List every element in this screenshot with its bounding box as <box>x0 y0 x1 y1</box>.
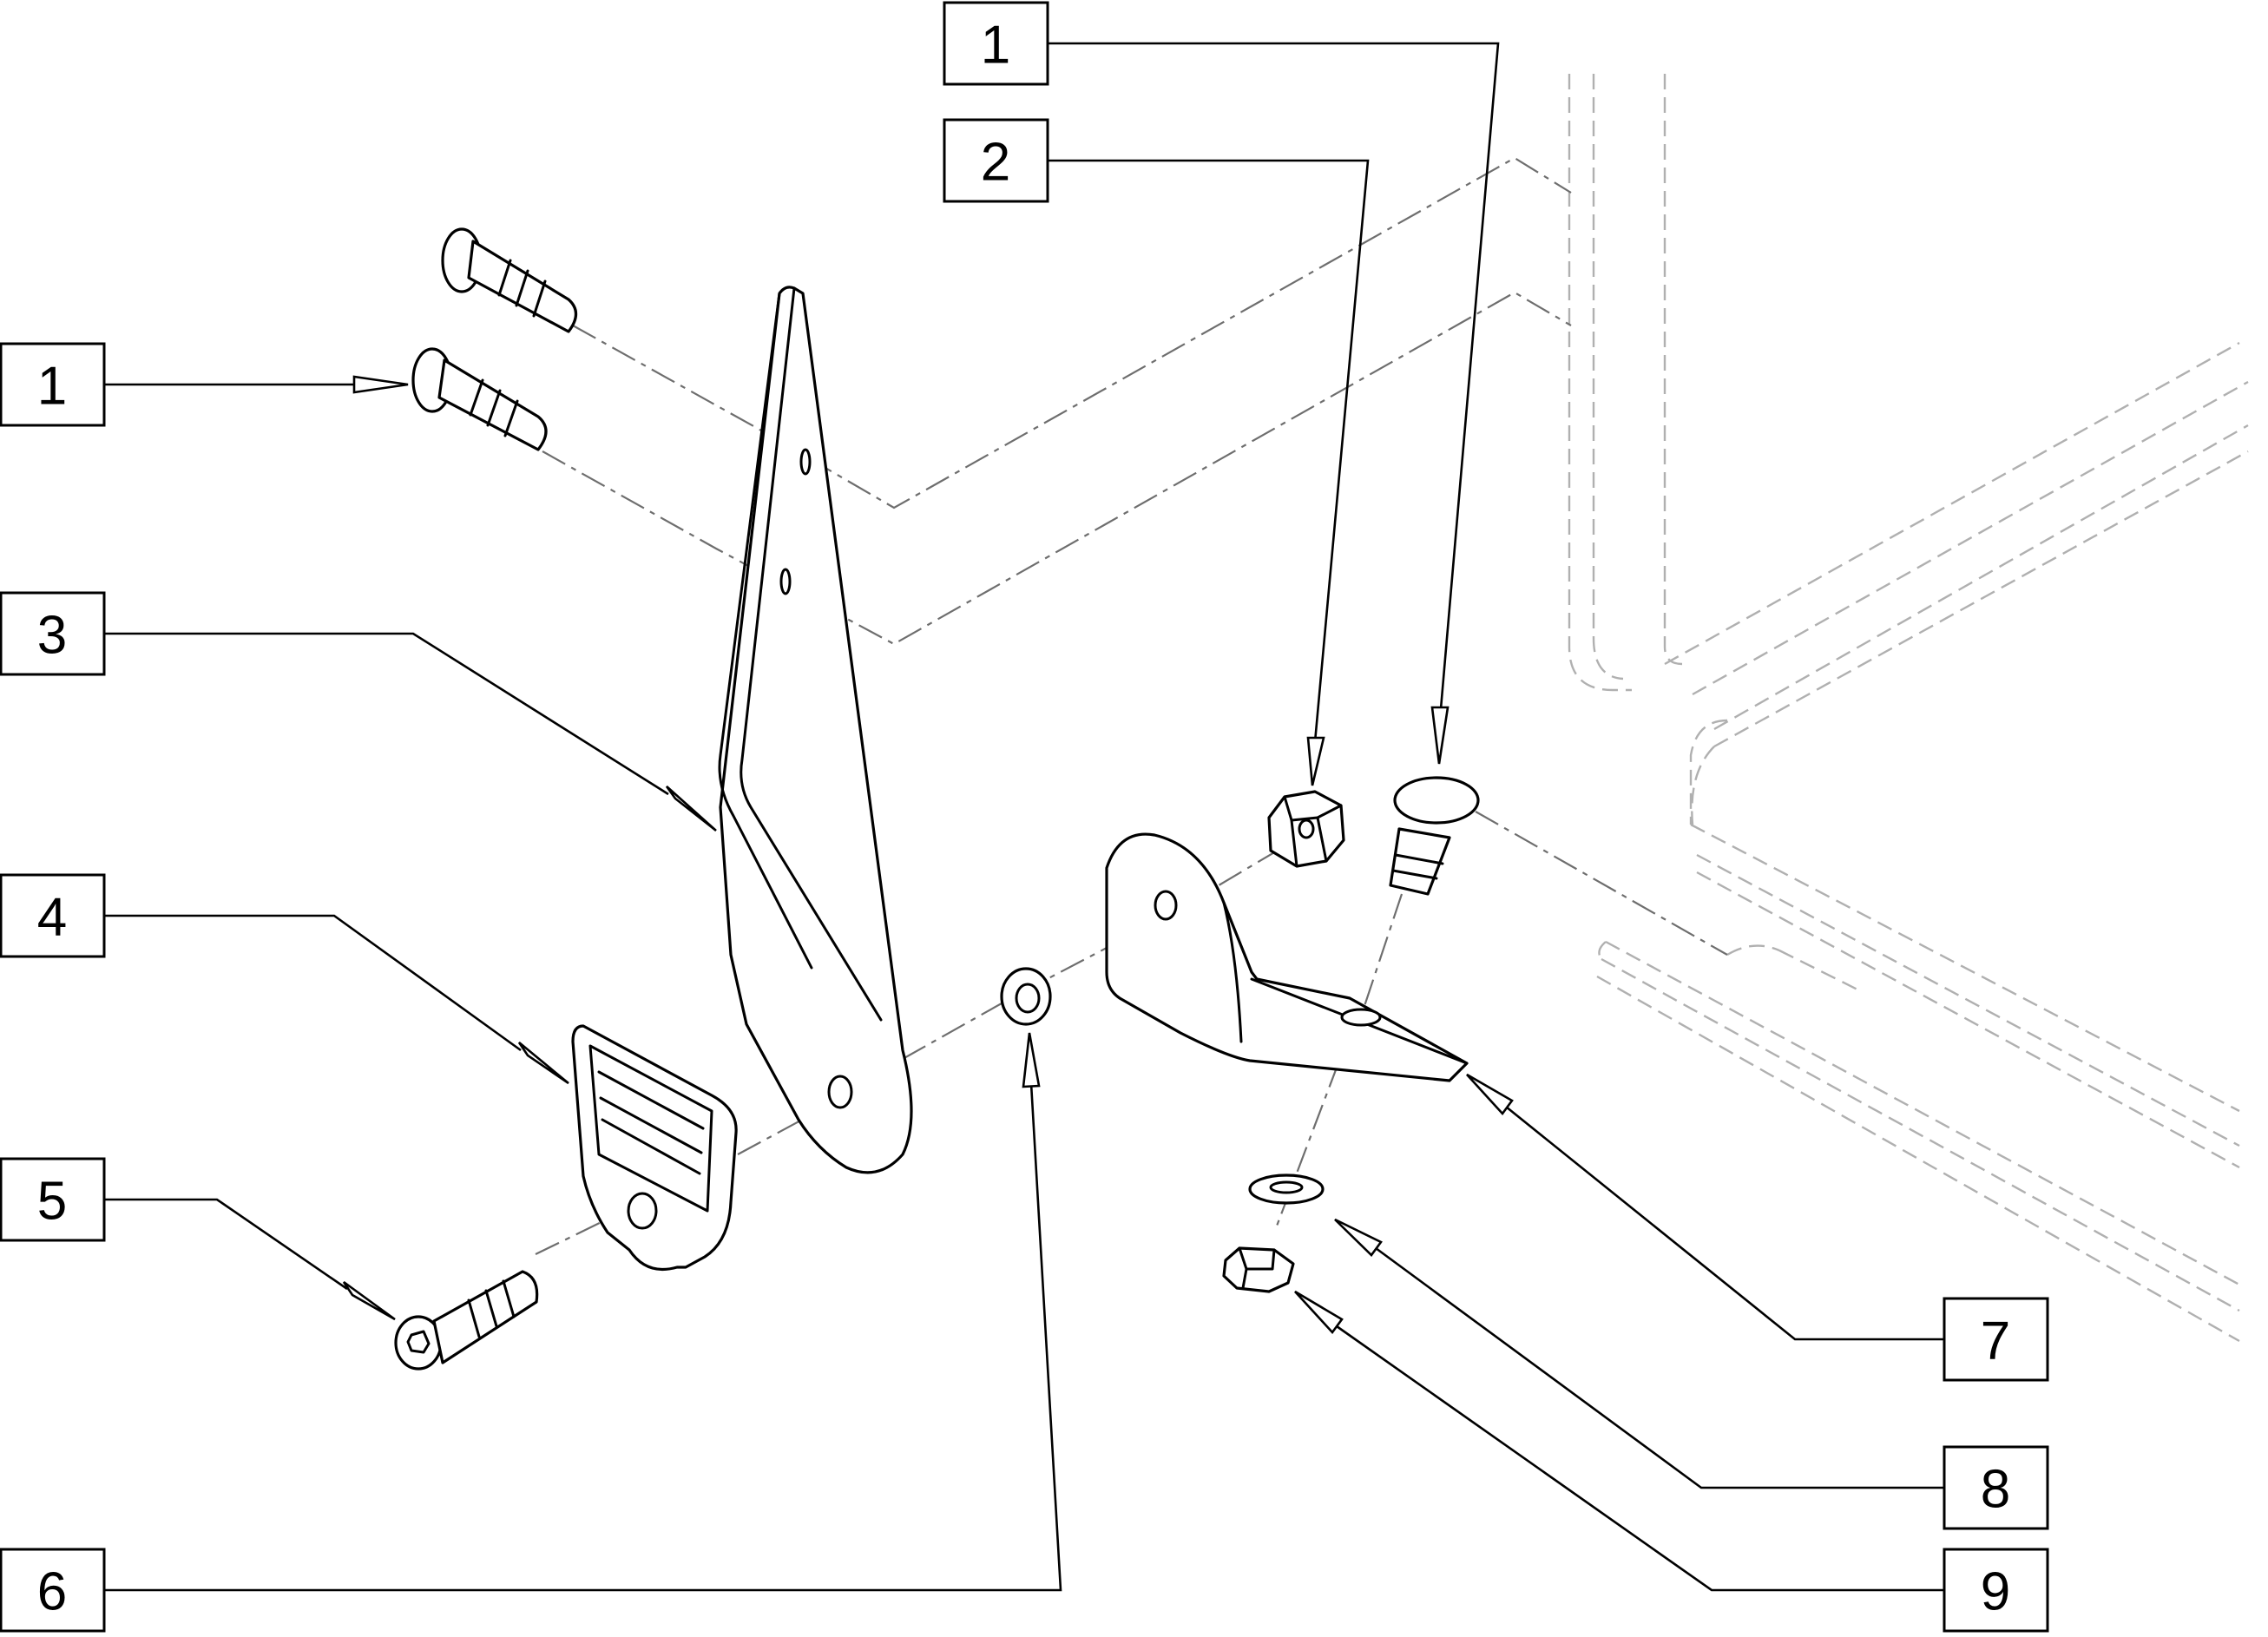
arrowhead-4 <box>517 1041 569 1085</box>
leader-1-top <box>1048 42 1500 730</box>
callout-4-label: 4 <box>37 888 67 948</box>
callout-2: 2 <box>943 118 1049 203</box>
part-buckle <box>571 1024 738 1272</box>
callout-1-left: 1 <box>0 342 106 427</box>
arrowhead-8 <box>1334 1218 1383 1257</box>
callout-1-left-label: 1 <box>37 357 67 417</box>
arrowhead-6 <box>1022 1032 1041 1088</box>
leader-2 <box>1048 159 1370 743</box>
callout-5-label: 5 <box>37 1172 67 1232</box>
centerlines <box>535 156 1728 1255</box>
part-nut-upper <box>1267 790 1345 868</box>
screw-top <box>441 227 578 333</box>
buckle-hole <box>627 1192 658 1230</box>
screw-bottom <box>411 347 548 451</box>
part-bracket-long <box>718 286 913 1174</box>
arrowhead-1-top <box>1430 706 1450 765</box>
bracket-hole-middle <box>779 568 792 595</box>
callout-7-label: 7 <box>1981 1312 2010 1371</box>
leader-7 <box>1505 1105 1944 1341</box>
callout-8-label: 8 <box>1981 1460 2010 1520</box>
callout-1-top-label: 1 <box>981 16 1010 76</box>
callout-4: 4 <box>0 873 106 958</box>
arrowhead-2 <box>1306 736 1325 786</box>
arrowhead-5 <box>342 1280 396 1321</box>
part-carriage-bolt <box>1389 776 1480 896</box>
l-bracket-hole-horizontal <box>1340 1008 1382 1027</box>
part-l-bracket <box>1105 832 1469 1082</box>
callout-3-label: 3 <box>37 606 67 666</box>
callout-6-label: 6 <box>37 1562 67 1622</box>
part-button-screw <box>394 1270 539 1371</box>
bracket-hole-top <box>799 448 812 476</box>
arrowhead-1-left <box>352 375 409 394</box>
bracket-hole-bottom <box>827 1075 853 1109</box>
callout-9-label: 9 <box>1981 1562 2010 1622</box>
l-bracket-hole-vertical <box>1154 890 1178 921</box>
arrowhead-3 <box>665 786 717 832</box>
leader-3 <box>104 632 669 796</box>
leader-8 <box>1375 1246 1944 1489</box>
part-washer-lower <box>1248 1174 1325 1205</box>
leader-lines <box>104 42 1944 1592</box>
leader-6 <box>104 1082 1062 1592</box>
callout-9: 9 <box>1943 1548 2049 1633</box>
callout-5: 5 <box>0 1157 106 1242</box>
part-nut-lower <box>1222 1246 1295 1293</box>
callout-6: 6 <box>0 1548 106 1633</box>
callout-1-top: 1 <box>943 1 1049 86</box>
leader-9 <box>1336 1325 1944 1592</box>
ghost-frame <box>1568 74 2249 1343</box>
leader-4 <box>104 914 522 1052</box>
part-screws-upper <box>411 227 578 451</box>
callout-7: 7 <box>1943 1297 2049 1382</box>
callout-3: 3 <box>0 591 106 676</box>
arrowhead-7 <box>1466 1073 1514 1116</box>
leader-5 <box>104 1198 348 1291</box>
arrowhead-9 <box>1294 1290 1344 1335</box>
part-washer-middle <box>1000 967 1052 1026</box>
callout-8: 8 <box>1943 1445 2049 1530</box>
callout-2-label: 2 <box>981 133 1010 193</box>
